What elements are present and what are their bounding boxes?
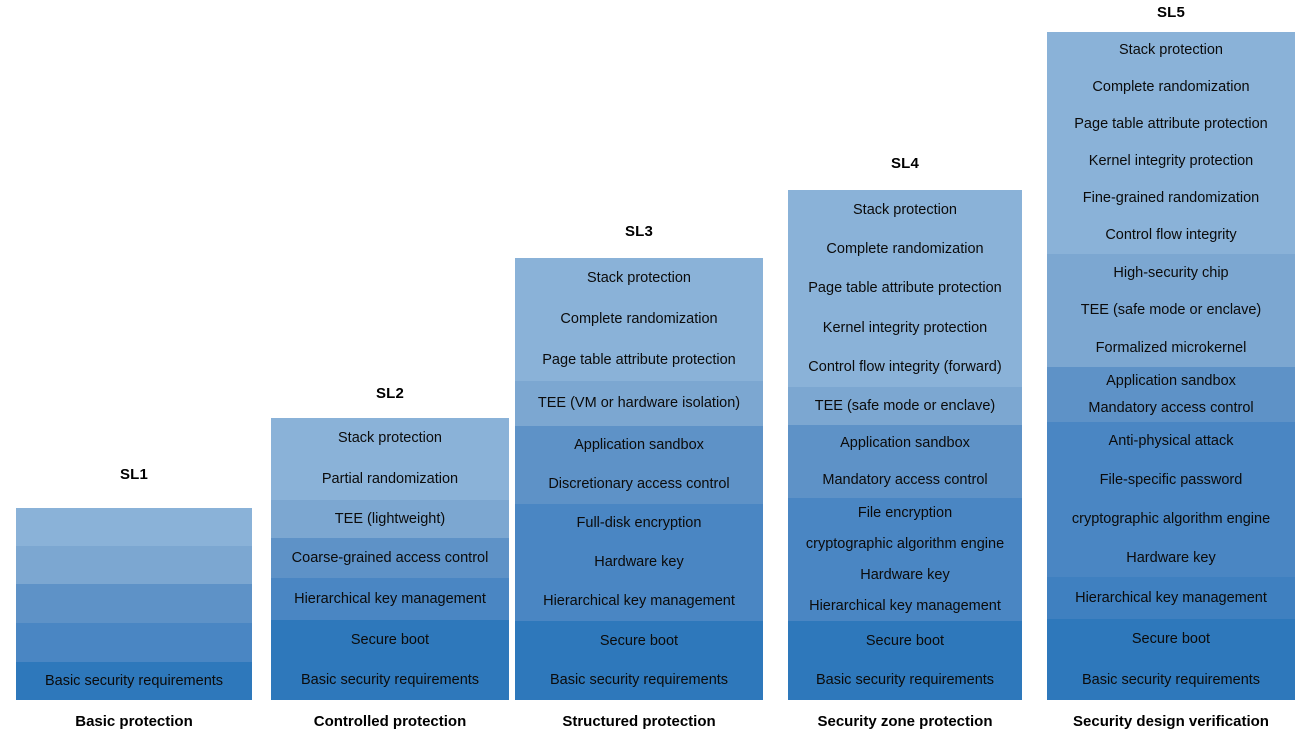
protection-tier-caption-sl1: Basic protection — [75, 713, 193, 730]
capability-label: Hierarchical key management — [809, 597, 1001, 614]
capability-label: Basic security requirements — [1081, 671, 1261, 688]
capability-label: Hierarchical key management — [543, 593, 735, 610]
capability-label: Secure boot — [599, 632, 679, 649]
capability-label: cryptographic algorithm engine — [805, 536, 1005, 552]
capability-label: Hardware key — [1126, 549, 1216, 566]
capability-band — [16, 623, 252, 662]
capability-label: Basic security requirements — [815, 672, 995, 689]
capability-label: Hardware key — [860, 566, 950, 583]
capability-band: File encryption cryptographic algorithm e… — [788, 498, 1022, 621]
capability-label: Mandatory access control — [1088, 400, 1254, 417]
capability-label: Control flow integrity (forward) — [808, 359, 1002, 376]
capability-label: TEE (lightweight) — [334, 510, 446, 527]
capability-label: Coarse-grained access control — [291, 549, 489, 566]
capability-band: Hierarchical key management — [271, 578, 509, 620]
capability-label: Discretionary access control — [548, 476, 730, 493]
capability-label: Mandatory access control — [822, 471, 988, 488]
capability-label: Full-disk encryption — [576, 515, 702, 532]
capability-label: Partial randomization — [321, 471, 459, 488]
capability-label: Anti-physical attack — [1108, 433, 1234, 450]
capability-label: High-security chip — [1113, 264, 1229, 281]
capability-label: Complete randomization — [1092, 79, 1250, 96]
capability-label: Application sandbox — [574, 437, 704, 454]
capability-band: TEE (lightweight) — [271, 500, 509, 538]
capability-label: Secure boot — [865, 632, 945, 649]
capability-label: Stack protection — [587, 270, 691, 287]
capability-label: TEE (safe mode or enclave) — [1080, 302, 1262, 319]
capability-label: Stack protection — [338, 430, 442, 447]
capability-band: Basic security requirements — [16, 662, 252, 700]
capability-label: Secure boot — [350, 631, 430, 648]
security-level-title-sl5: SL5 — [1156, 4, 1186, 21]
capability-label: Secure boot — [1131, 631, 1211, 648]
capability-label: Fine-grained randomization — [1082, 190, 1260, 207]
capability-label: TEE (safe mode or enclave) — [814, 397, 996, 414]
protection-tier-caption-sl3: Structured protection — [562, 713, 716, 730]
capability-band: TEE (VM or hardware isolation) — [515, 381, 763, 426]
capability-label: Hierarchical key management — [294, 590, 486, 607]
capability-band: TEE (safe mode or enclave) — [788, 387, 1022, 425]
capability-band: Coarse-grained access control — [271, 538, 509, 578]
capability-label: Basic security requirements — [44, 672, 224, 689]
security-level-title-sl2: SL2 — [375, 385, 405, 402]
capability-label: Hardware key — [594, 554, 684, 571]
capability-label: Application sandbox — [1106, 372, 1236, 389]
capability-label: Complete randomization — [560, 311, 718, 328]
capability-band — [16, 508, 252, 546]
capability-label: Stack protection — [853, 201, 957, 218]
capability-label: Kernel integrity protection — [822, 319, 988, 336]
capability-label: Complete randomization — [826, 240, 984, 257]
capability-band: Hierarchical key management — [1047, 577, 1295, 619]
capability-label: Basic security requirements — [300, 671, 480, 688]
capability-label: Basic security requirements — [549, 672, 729, 689]
security-level-title-sl1: SL1 — [119, 466, 149, 483]
capability-label: Kernel integrity protection — [1088, 153, 1254, 170]
capability-band — [16, 584, 252, 623]
capability-label: Page table attribute protection — [808, 280, 1002, 297]
security-level-title-sl3: SL3 — [624, 223, 654, 240]
capability-label: cryptographic algorithm engine — [1071, 510, 1271, 527]
protection-tier-caption-sl2: Controlled protection — [313, 713, 467, 730]
capability-label: File-specific password — [1099, 472, 1243, 488]
capability-band — [16, 546, 252, 584]
capability-label: Stack protection — [1119, 42, 1223, 59]
capability-label: Page table attribute protection — [542, 352, 736, 369]
capability-label: Formalized microkernel — [1095, 340, 1247, 357]
security-level-title-sl4: SL4 — [890, 155, 920, 172]
capability-label: Control flow integrity — [1105, 227, 1237, 244]
capability-label: File encryption — [857, 505, 953, 522]
capability-stack-sl1: Basic security requirements — [16, 508, 252, 700]
capability-label: Hierarchical key management — [1075, 589, 1267, 606]
capability-label: Application sandbox — [840, 435, 970, 452]
capability-label: Page table attribute protection — [1074, 116, 1268, 133]
protection-tier-caption-sl5: Security design verification — [1073, 713, 1269, 730]
protection-tier-caption-sl4: Security zone protection — [817, 713, 993, 730]
capability-label: TEE (VM or hardware isolation) — [537, 395, 741, 412]
